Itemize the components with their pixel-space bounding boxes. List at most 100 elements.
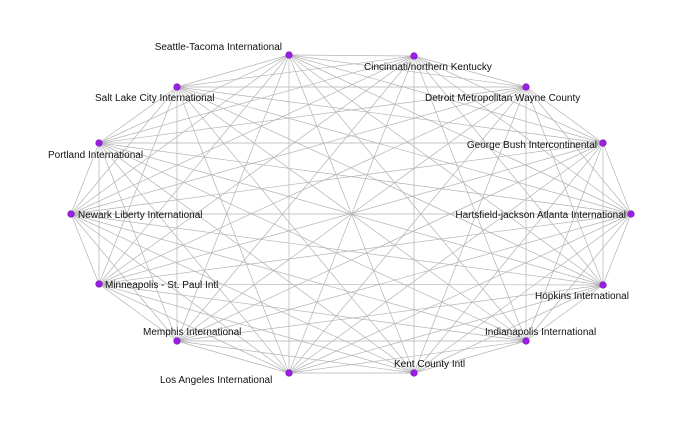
node-houston[interactable] [599,139,607,147]
edge-minneapolis-indianapolis [98,283,527,342]
edge-seattle-houston [288,54,604,144]
edge-portland-kentcounty [98,142,415,374]
node-label-houston: George Bush Intercontinental [467,140,597,151]
node-newark[interactable] [67,210,75,218]
node-label-indianapolis: Indianapolis International [485,327,596,338]
node-label-detroit: Detroit Metropolitan Wayne County [425,93,580,104]
edge-newark-indianapolis [70,213,527,342]
node-detroit[interactable] [522,83,530,91]
edge-houston-indianapolis [525,142,604,342]
edge-newark-hopkins [70,213,604,286]
edge-detroit-kentcounty [413,86,527,374]
edge-memphis-losangeles [176,340,290,374]
node-hopkins[interactable] [599,281,607,289]
edge-cincinnati-detroit [413,55,527,88]
node-label-atlanta: Hartsfield-jackson Atlanta International [455,210,626,221]
edge-minneapolis-losangeles [98,283,290,374]
edge-saltlake-minneapolis [98,86,178,285]
edge-atlanta-hopkins [602,213,632,286]
node-cincinnati[interactable] [410,52,418,60]
edge-detroit-houston [525,86,604,144]
edge-minneapolis-hopkins [98,283,604,286]
edge-seattle-cincinnati [288,54,415,57]
edge-portland-losangeles [98,142,290,374]
edge-seattle-atlanta [288,54,632,215]
edge-atlanta-kentcounty [413,213,632,374]
edge-saltlake-newark [70,86,178,215]
node-atlanta[interactable] [627,210,635,218]
edge-houston-newark [70,142,604,215]
edge-layer [70,54,632,374]
edge-indianapolis-losangeles [288,340,527,374]
edge-detroit-portland [98,86,527,144]
node-label-memphis: Memphis International [143,327,241,338]
edge-portland-indianapolis [98,142,527,342]
node-portland[interactable] [95,139,103,147]
node-saltlake[interactable] [173,83,181,91]
node-label-cincinnati: Cincinnati/northern Kentucky [364,62,492,73]
edge-saltlake-losangeles [176,86,290,374]
edge-saltlake-houston [176,86,604,144]
node-label-portland: Portland International [48,150,143,161]
node-label-hopkins: Hopkins International [535,291,629,302]
edge-houston-memphis [176,142,604,342]
edge-detroit-atlanta [525,86,632,215]
edge-saltlake-atlanta [176,86,632,215]
node-layer [67,51,635,377]
node-indianapolis[interactable] [522,337,530,345]
edge-atlanta-memphis [176,213,632,342]
edge-saltlake-kentcounty [176,86,415,374]
edge-detroit-hopkins [525,86,604,286]
edge-hopkins-kentcounty [413,284,604,374]
edge-cincinnati-portland [98,55,415,144]
edge-portland-memphis [98,142,178,342]
edge-cincinnati-atlanta [413,55,632,215]
edge-detroit-minneapolis [98,86,527,285]
edge-seattle-newark [70,54,290,215]
edge-minneapolis-kentcounty [98,283,415,374]
edge-hopkins-indianapolis [525,284,604,342]
edge-cincinnati-saltlake [176,55,415,88]
edge-newark-losangeles [70,213,290,374]
node-losangeles[interactable] [285,369,293,377]
edge-hopkins-losangeles [288,284,604,374]
edge-seattle-saltlake [176,54,290,88]
edge-hopkins-memphis [176,284,604,342]
edge-cincinnati-minneapolis [98,55,415,285]
edge-atlanta-indianapolis [525,213,632,342]
edge-houston-atlanta [602,142,632,215]
edge-cincinnati-indianapolis [413,55,527,342]
edge-atlanta-losangeles [288,213,632,374]
node-label-saltlake: Salt Lake City International [95,93,215,104]
edge-minneapolis-memphis [98,283,178,342]
edge-indianapolis-kentcounty [413,340,527,374]
edge-saltlake-portland [98,86,178,144]
node-seattle[interactable] [285,51,293,59]
node-label-kentcounty: Kent County Intl [394,359,465,370]
edge-portland-newark [70,142,100,215]
node-kentcounty[interactable] [410,369,418,377]
edge-seattle-hopkins [288,54,604,286]
edge-houston-losangeles [288,142,604,374]
edge-detroit-newark [70,86,527,215]
label-layer: Seattle-Tacoma InternationalCincinnati/n… [48,42,629,386]
node-label-losangeles: Los Angeles International [160,375,272,386]
edge-memphis-kentcounty [176,340,415,374]
edge-cincinnati-hopkins [413,55,604,286]
node-label-minneapolis: Minneapolis - St. Paul Intl [105,280,218,291]
edge-seattle-detroit [288,54,527,88]
edge-portland-atlanta [98,142,632,215]
edge-newark-minneapolis [70,213,100,285]
edge-houston-minneapolis [98,142,604,285]
edge-newark-memphis [70,213,178,342]
edge-atlanta-minneapolis [98,213,632,285]
edge-seattle-memphis [176,54,290,342]
node-minneapolis[interactable] [95,280,103,288]
node-memphis[interactable] [173,337,181,345]
node-label-seattle: Seattle-Tacoma International [155,42,282,53]
edge-newark-kentcounty [70,213,415,374]
edge-houston-kentcounty [413,142,604,374]
node-label-newark: Newark Liberty International [78,210,203,221]
